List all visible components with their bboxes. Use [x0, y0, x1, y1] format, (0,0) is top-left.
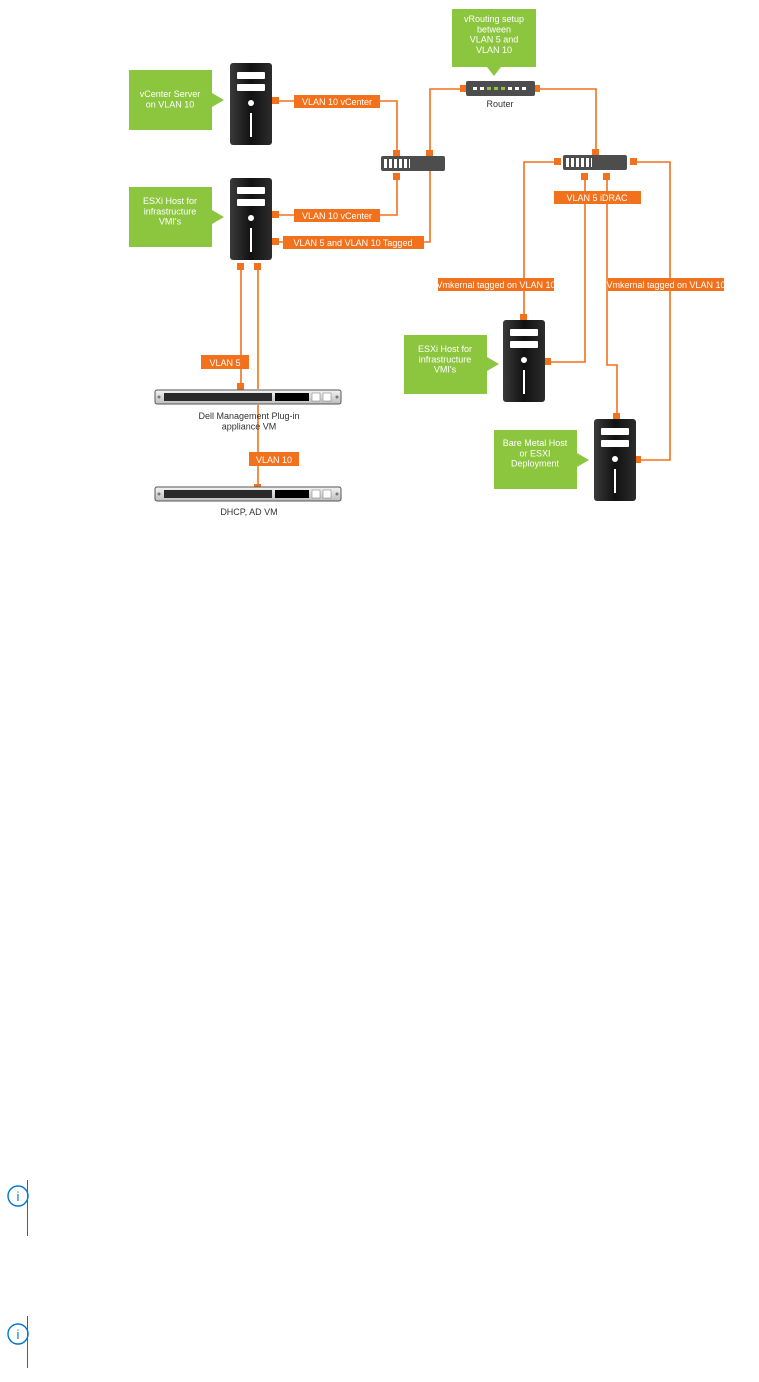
- router-label: Router: [486, 99, 513, 109]
- info-note-1-rule: [27, 1180, 28, 1236]
- svg-text:VLAN 10 vCenter: VLAN 10 vCenter: [302, 97, 372, 107]
- dell-appliance-rack-icon: [154, 389, 342, 405]
- line-vcenter-to-switch: [276, 100, 398, 156]
- line-switch-to-esxi-right: [523, 161, 558, 319]
- link-label-vlan10-vcenter-top: VLAN 10 vCenter: [294, 95, 380, 108]
- line-router-to-switch: [535, 88, 597, 155]
- svg-text:Vmkernal tagged on VLAN 10: Vmkernal tagged on VLAN 10: [436, 280, 555, 290]
- dhcp-ad-label: DHCP, AD VM: [220, 507, 277, 517]
- link-label-vlan10: VLAN 10: [249, 452, 299, 466]
- port-markers: [237, 85, 641, 491]
- line-switch-to-baremetal: [632, 161, 671, 461]
- svg-text:VLAN 5 iDRAC: VLAN 5 iDRAC: [566, 193, 628, 203]
- svg-text:VLAN 10 vCenter: VLAN 10 vCenter: [302, 211, 372, 221]
- svg-text:VLAN 10: VLAN 10: [256, 455, 292, 465]
- info-icon: i: [7, 1323, 29, 1345]
- line-idrac-to-esxi-right: [547, 176, 586, 363]
- link-label-vmkernal-right: Vmkernal tagged on VLAN 10: [606, 278, 726, 291]
- svg-text:VLAN 5 and VLAN 10 Tagged: VLAN 5 and VLAN 10 Tagged: [294, 238, 413, 248]
- info-icon: i: [7, 1185, 29, 1207]
- svg-text:Vmkernal tagged on VLAN 10: Vmkernal tagged on VLAN 10: [606, 280, 725, 290]
- dhcp-ad-rack-icon: [154, 486, 342, 502]
- link-label-vlan5-idrac: VLAN 5 iDRAC: [554, 191, 641, 204]
- line-idrac-to-baremetal: [606, 176, 618, 418]
- switch-left-icon: [381, 156, 445, 171]
- router-icon: [466, 81, 535, 96]
- info-note-2-rule: [27, 1316, 28, 1368]
- link-label-vmkernal-left: Vmkernal tagged on VLAN 10: [436, 278, 556, 291]
- svg-text:VLAN 5: VLAN 5: [209, 358, 240, 368]
- esxi-host-left-icon: [230, 178, 272, 260]
- switch-right-icon: [563, 155, 627, 170]
- esxi-host-right-icon: [503, 320, 545, 402]
- baremetal-host-icon: [594, 419, 636, 501]
- link-label-vlan5-10-tagged: VLAN 5 and VLAN 10 Tagged: [283, 236, 424, 249]
- link-label-vlan10-vcenter-mid: VLAN 10 vCenter: [294, 209, 380, 222]
- link-label-vlan5: VLAN 5: [201, 355, 249, 369]
- svg-text:i: i: [17, 1189, 20, 1204]
- info-note-2: i: [6, 1322, 36, 1382]
- svg-text:i: i: [17, 1327, 20, 1342]
- vcenter-server-icon: [230, 63, 272, 145]
- info-note-1: i: [6, 1184, 36, 1244]
